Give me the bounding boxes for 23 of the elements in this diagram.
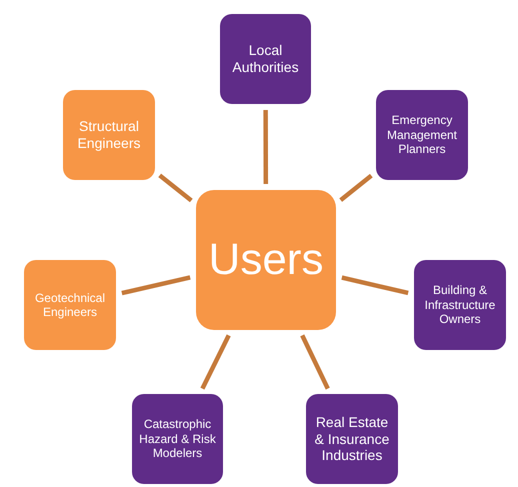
user-group-box (24, 260, 116, 350)
node-label: Emergency Management Planners (386, 113, 458, 157)
node-label: Catastrophic Hazard & Risk Modelers (138, 417, 217, 461)
user-group-box (63, 90, 155, 180)
connector-line (263, 110, 268, 184)
user-group-box (220, 14, 311, 104)
user-group-box (306, 394, 398, 484)
connector-line (158, 174, 193, 202)
user-group-box (376, 90, 468, 180)
node-label: Real Estate & Insurance Industries (314, 414, 390, 464)
node-label: Local Authorities (231, 42, 300, 76)
user-group-box (132, 394, 223, 484)
node-label: Users (208, 238, 324, 282)
central-box (196, 190, 336, 330)
connector-line (341, 275, 409, 296)
connector-line (200, 334, 231, 390)
connector-line (300, 334, 330, 390)
node-label: Structural Engineers (76, 118, 142, 152)
node-label: Geotechnical Engineers (34, 290, 106, 320)
user-group-box (414, 260, 506, 350)
connector-line (121, 275, 191, 296)
connector-line (339, 174, 373, 202)
node-label: Building & Infrastructure Owners (424, 283, 496, 327)
